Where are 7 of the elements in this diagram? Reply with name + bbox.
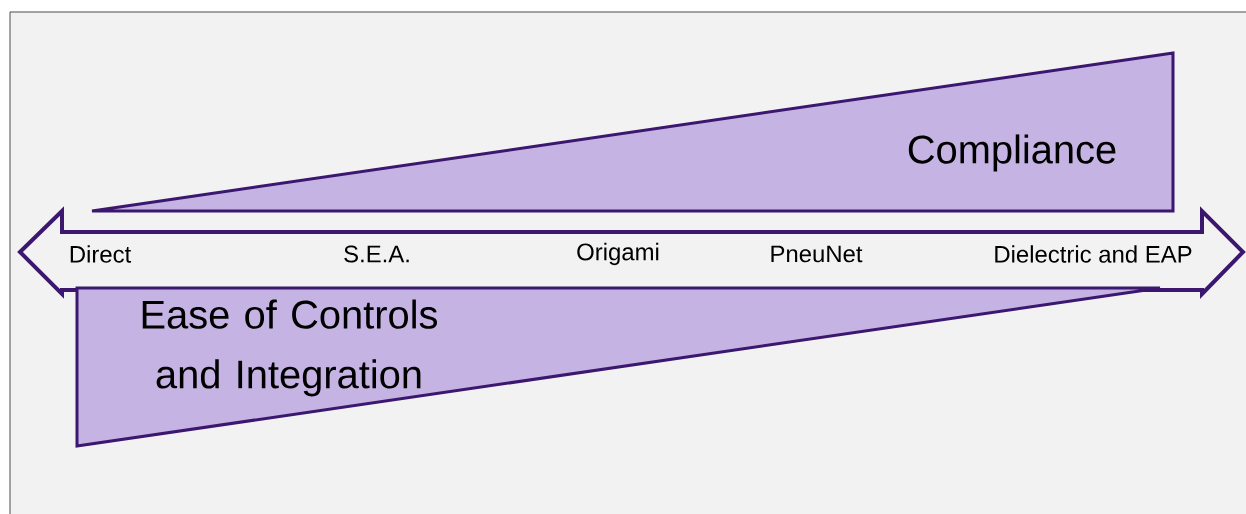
scale-label: S.E.A. xyxy=(344,245,409,263)
scale-label: Dielectric and EAP xyxy=(995,245,1192,263)
wedge: Ease of Controls and Integration xyxy=(75,286,1162,448)
scale-label: Origami xyxy=(577,242,659,266)
wedge: Compliance xyxy=(90,51,1175,213)
scale-label: PneuNet xyxy=(771,245,863,263)
scale-label: Direct xyxy=(70,245,132,263)
